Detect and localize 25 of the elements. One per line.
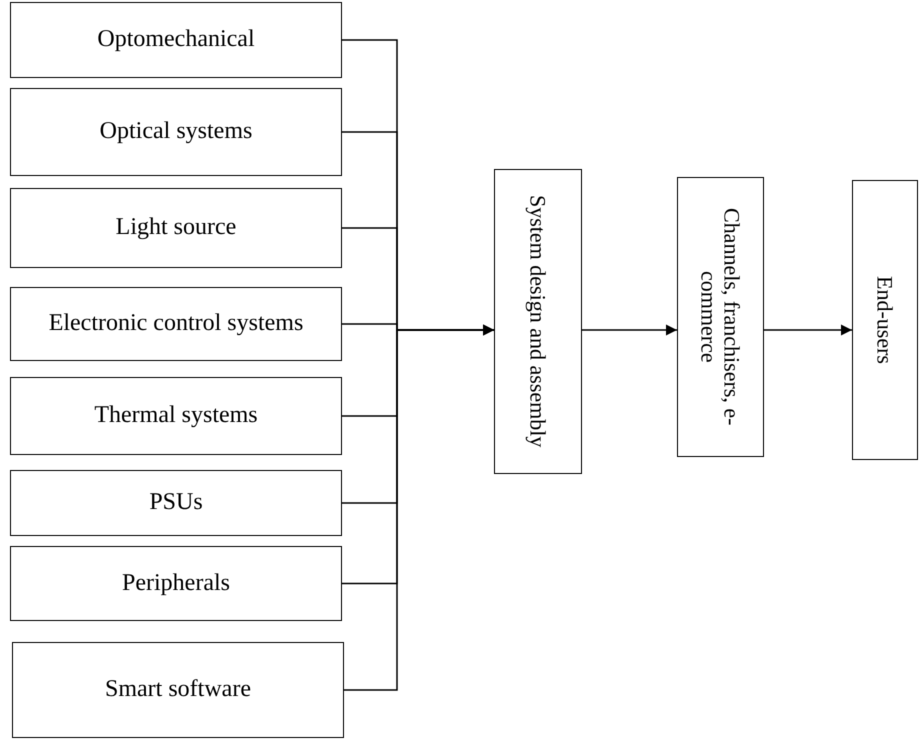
arrow (764, 324, 852, 336)
box-label: Electronic control systems (48, 311, 304, 337)
process-box (852, 180, 918, 460)
process-box (10, 188, 342, 268)
process-box (494, 169, 582, 474)
box-label: End-users (873, 276, 897, 364)
box-label: Light source (116, 215, 236, 241)
box-label: Smart software (105, 677, 251, 703)
box-label: Thermal systems (94, 403, 258, 429)
box-label: Channels, franchisers, e-commerce (697, 207, 744, 428)
process-box (10, 287, 342, 361)
box-label: Optical systems (100, 119, 252, 145)
arrow (582, 324, 677, 336)
arrow (344, 324, 494, 691)
box-label: System design and assembly (526, 195, 550, 448)
process-box (677, 177, 764, 457)
process-box (10, 2, 342, 78)
process-box (10, 470, 342, 536)
process-box (12, 642, 344, 738)
process-box (10, 377, 342, 455)
box-label: PSUs (149, 490, 203, 516)
process-box (10, 546, 342, 621)
process-box (10, 88, 342, 176)
box-label: Optomechanical (97, 27, 255, 53)
box-label: Peripherals (122, 570, 230, 596)
